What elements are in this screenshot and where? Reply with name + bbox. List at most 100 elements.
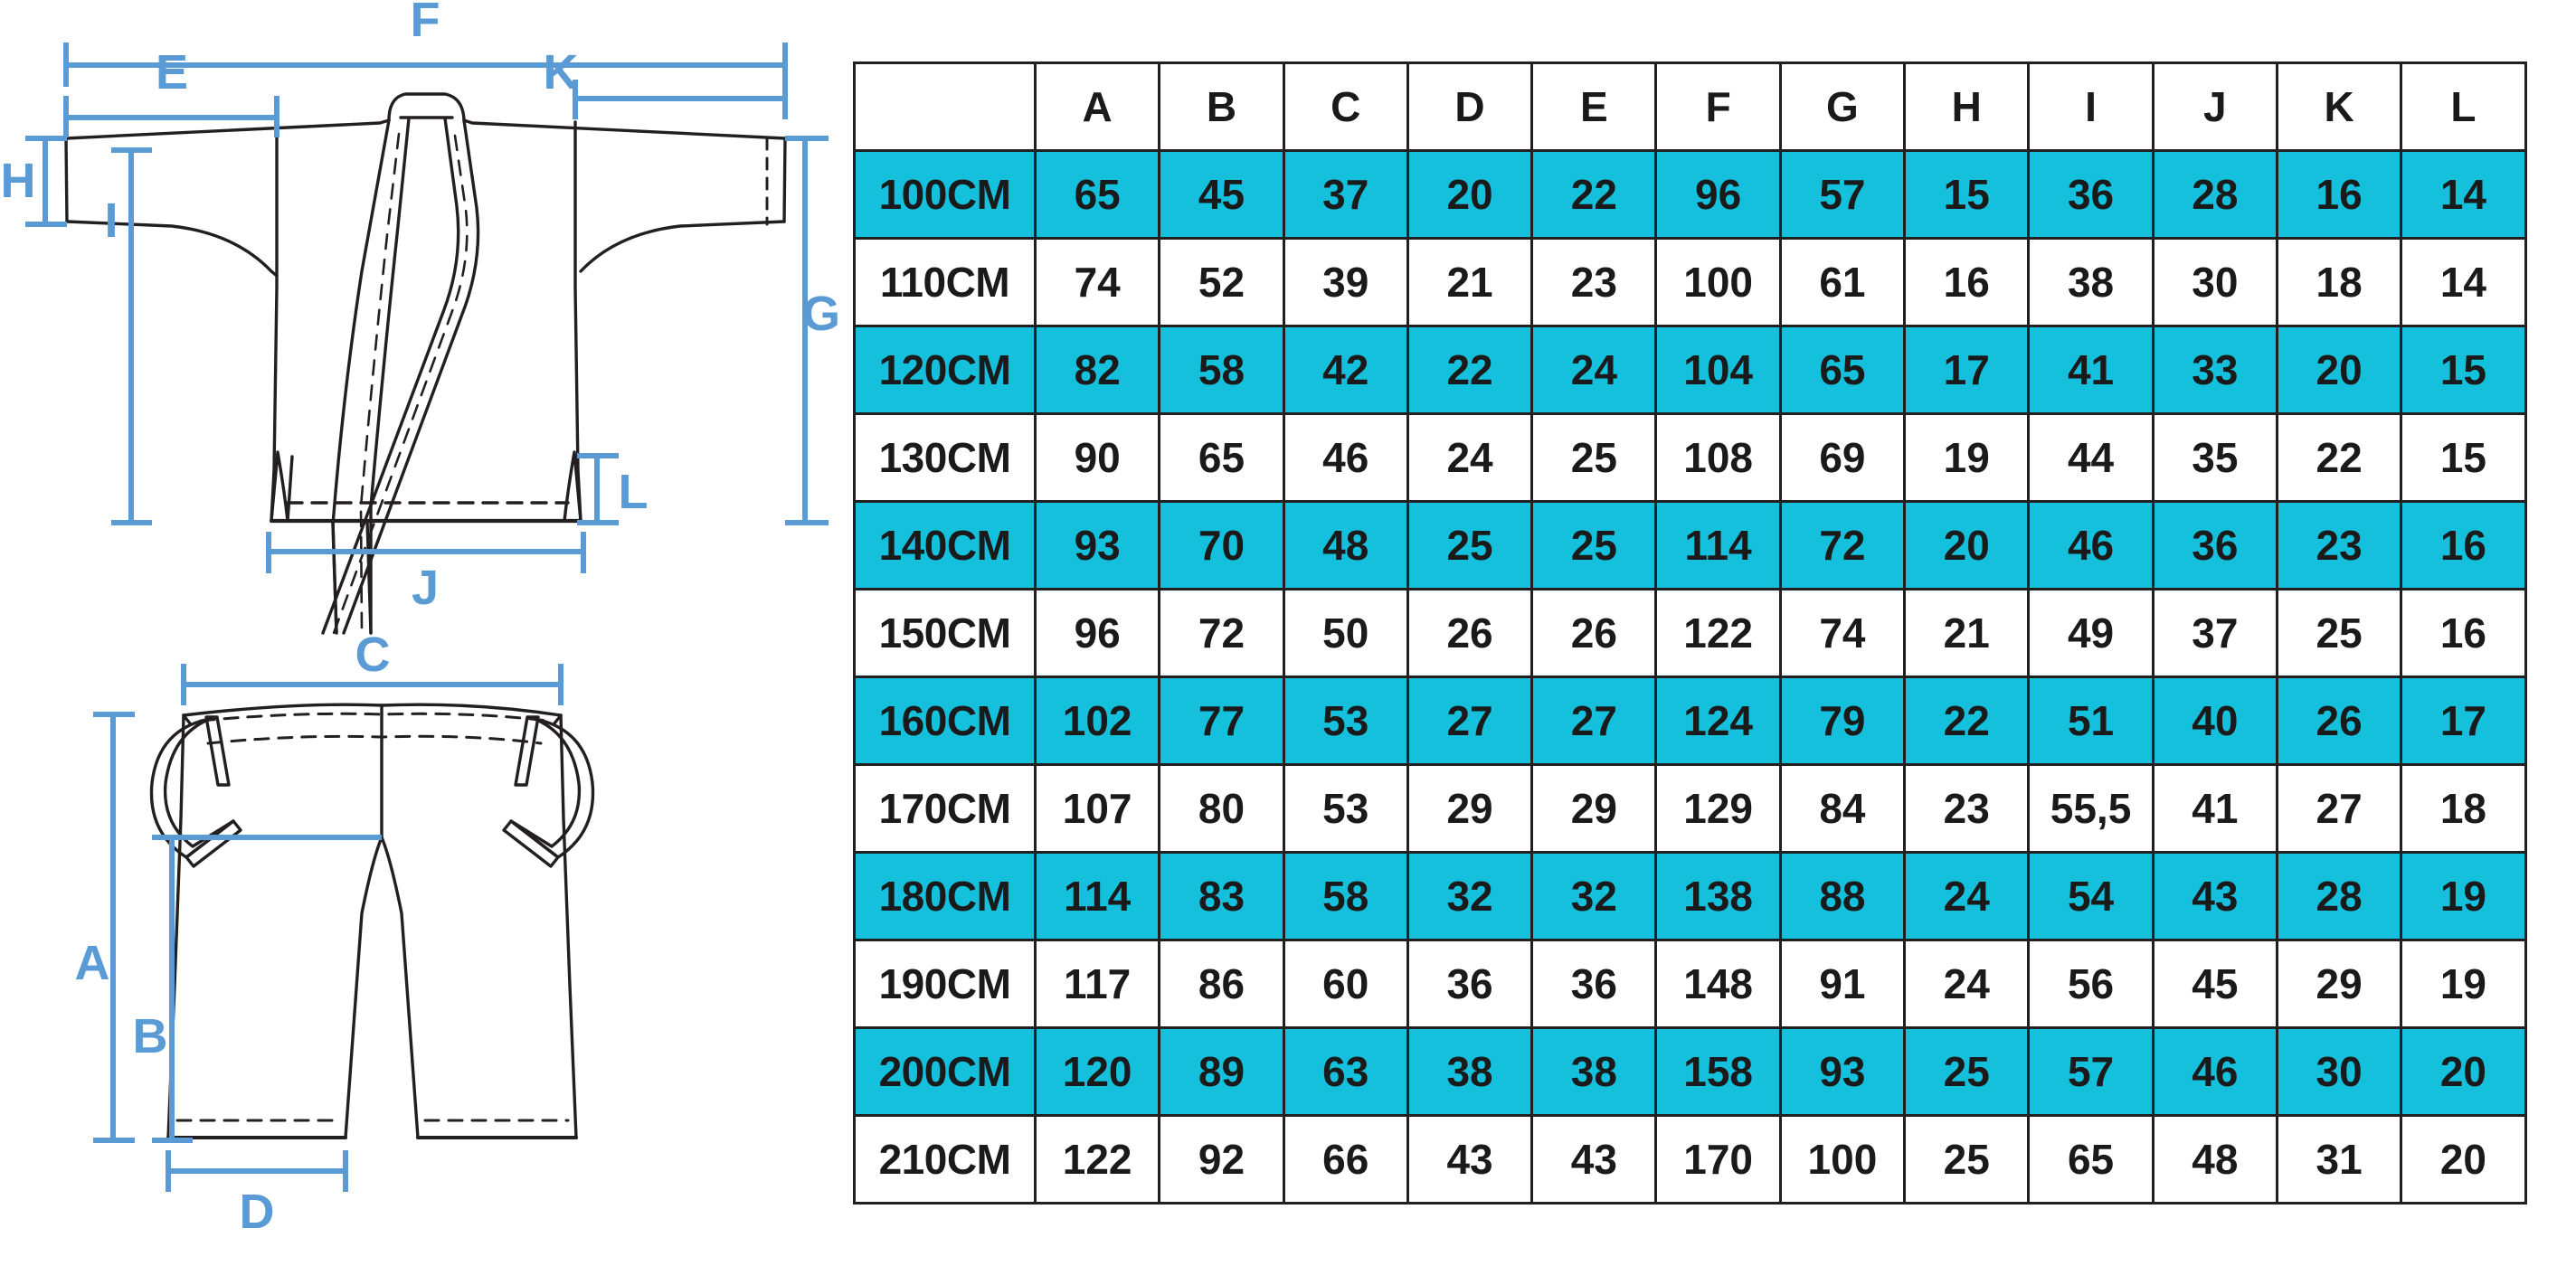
measurement-cell: 20 bbox=[2275, 325, 2403, 415]
dimension-label-J: J bbox=[412, 561, 439, 615]
measurement-cell: 16 bbox=[1903, 237, 2031, 327]
measurement-cell: 52 bbox=[1158, 237, 1285, 327]
measurement-cell: 65 bbox=[2027, 1114, 2155, 1205]
measurement-cell: 45 bbox=[2151, 939, 2278, 1029]
measurement-cell: 19 bbox=[2400, 939, 2527, 1029]
measurement-cell: 50 bbox=[1282, 588, 1409, 678]
column-header-F: F bbox=[1654, 61, 1782, 152]
measurement-cell: 23 bbox=[2275, 500, 2403, 590]
measurement-cell: 22 bbox=[2275, 412, 2403, 503]
row-header-size: 150CM bbox=[853, 588, 1037, 678]
dimension-label-G: G bbox=[802, 287, 840, 341]
measurement-cell: 82 bbox=[1033, 325, 1161, 415]
measurement-cell: 48 bbox=[1282, 500, 1409, 590]
measurement-cell: 29 bbox=[2275, 939, 2403, 1029]
measurement-cell: 107 bbox=[1033, 763, 1161, 854]
measurement-cell: 122 bbox=[1033, 1114, 1161, 1205]
measurement-cell: 25 bbox=[1903, 1114, 2031, 1205]
measurement-cell: 38 bbox=[2027, 237, 2155, 327]
measurement-cell: 74 bbox=[1778, 588, 1907, 678]
measurement-cell: 114 bbox=[1033, 851, 1161, 941]
measurement-cell: 42 bbox=[1282, 325, 1409, 415]
measurement-cell: 18 bbox=[2400, 763, 2527, 854]
measurement-cell: 25 bbox=[1406, 500, 1534, 590]
measurement-cell: 15 bbox=[1903, 149, 2031, 240]
pants-drawing bbox=[149, 703, 595, 1139]
measurement-cell: 21 bbox=[1903, 588, 2031, 678]
measurement-cell: 60 bbox=[1282, 939, 1409, 1029]
measurement-cell: 138 bbox=[1654, 851, 1782, 941]
measurement-cell: 65 bbox=[1778, 325, 1907, 415]
measurement-cell: 41 bbox=[2151, 763, 2278, 854]
measurement-cell: 36 bbox=[2151, 500, 2278, 590]
measurement-cell: 16 bbox=[2275, 149, 2403, 240]
measurement-cell: 51 bbox=[2027, 676, 2155, 766]
row-header-size: 140CM bbox=[853, 500, 1037, 590]
measurement-cell: 54 bbox=[2027, 851, 2155, 941]
measurement-cell: 22 bbox=[1530, 149, 1658, 240]
measurement-cell: 170 bbox=[1654, 1114, 1782, 1205]
measurement-cell: 24 bbox=[1903, 939, 2031, 1029]
measurement-cell: 18 bbox=[2275, 237, 2403, 327]
measurement-cell: 17 bbox=[2400, 676, 2527, 766]
row-header-size: 210CM bbox=[853, 1114, 1037, 1205]
measurement-cell: 58 bbox=[1158, 325, 1285, 415]
measurement-cell: 20 bbox=[2400, 1114, 2527, 1205]
measurement-cell: 28 bbox=[2275, 851, 2403, 941]
measurement-cell: 32 bbox=[1406, 851, 1534, 941]
measurement-cell: 15 bbox=[2400, 412, 2527, 503]
measurement-cell: 26 bbox=[1406, 588, 1534, 678]
measurement-cell: 44 bbox=[2027, 412, 2155, 503]
measurement-cell: 27 bbox=[2275, 763, 2403, 854]
dimension-label-B: B bbox=[133, 1009, 168, 1063]
measurement-cell: 58 bbox=[1282, 851, 1409, 941]
measurement-cell: 21 bbox=[1406, 237, 1534, 327]
measurement-cell: 53 bbox=[1282, 676, 1409, 766]
measurement-cell: 100 bbox=[1654, 237, 1782, 327]
measurement-cell: 66 bbox=[1282, 1114, 1409, 1205]
measurement-cell: 70 bbox=[1158, 500, 1285, 590]
measurement-cell: 15 bbox=[2400, 325, 2527, 415]
measurement-cell: 122 bbox=[1654, 588, 1782, 678]
measurement-cell: 22 bbox=[1406, 325, 1534, 415]
row-header-size: 190CM bbox=[853, 939, 1037, 1029]
measurement-cell: 16 bbox=[2400, 500, 2527, 590]
measurement-cell: 17 bbox=[1903, 325, 2031, 415]
measurement-cell: 65 bbox=[1033, 149, 1161, 240]
measurement-cell: 117 bbox=[1033, 939, 1161, 1029]
measurement-cell: 80 bbox=[1158, 763, 1285, 854]
row-header-size: 200CM bbox=[853, 1026, 1037, 1117]
dimension-label-E: E bbox=[156, 45, 188, 99]
measurement-cell: 33 bbox=[2151, 325, 2278, 415]
dimension-label-I: I bbox=[104, 194, 118, 248]
measurement-cell: 23 bbox=[1903, 763, 2031, 854]
measurement-cell: 36 bbox=[1530, 939, 1658, 1029]
row-header-size: 110CM bbox=[853, 237, 1037, 327]
column-header-K: K bbox=[2275, 61, 2403, 152]
column-header-H: H bbox=[1903, 61, 2031, 152]
measurement-cell: 129 bbox=[1654, 763, 1782, 854]
measurement-cell: 36 bbox=[1406, 939, 1534, 1029]
measurement-cell: 20 bbox=[1406, 149, 1534, 240]
measurement-cell: 56 bbox=[2027, 939, 2155, 1029]
measurement-cell: 74 bbox=[1033, 237, 1161, 327]
column-header-E: E bbox=[1530, 61, 1658, 152]
measurement-cell: 24 bbox=[1903, 851, 2031, 941]
measurement-cell: 25 bbox=[2275, 588, 2403, 678]
measurement-cell: 104 bbox=[1654, 325, 1782, 415]
measurement-cell: 37 bbox=[1282, 149, 1409, 240]
garment-diagram-svg: F E K H G I L J bbox=[1, 0, 841, 1239]
dimension-label-H: H bbox=[1, 154, 36, 208]
column-header-G: G bbox=[1778, 61, 1907, 152]
measurement-cell: 57 bbox=[2027, 1026, 2155, 1117]
measurement-cell: 14 bbox=[2400, 149, 2527, 240]
measurement-cell: 46 bbox=[1282, 412, 1409, 503]
